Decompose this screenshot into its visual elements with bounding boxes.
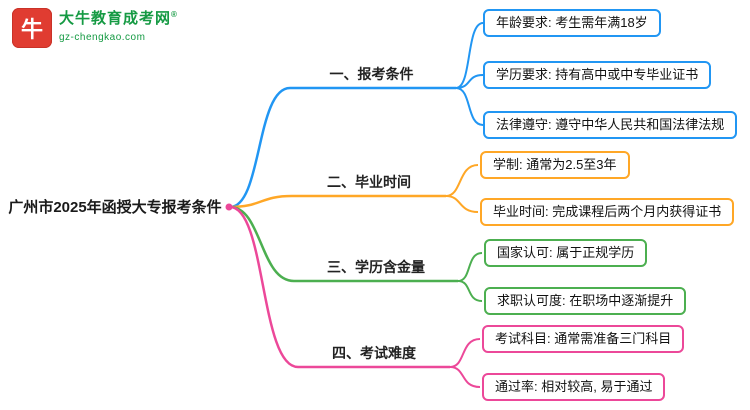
child-line-4-2: [449, 366, 481, 388]
branch-line-2: [229, 194, 446, 209]
child-line-1-1: [455, 22, 484, 89]
logo-text-block: 大牛教育成考网® gz-chengkao.com: [59, 8, 178, 43]
bull-logo-icon: 牛: [12, 8, 52, 48]
child-line-3-2: [457, 280, 483, 302]
child-line-2-1: [445, 164, 479, 197]
leaf-node-education-requirement: 学历要求: 持有高中或中专毕业证书: [483, 61, 712, 89]
leaf-node-pass-rate: 通过率: 相对较高, 易于通过: [482, 373, 666, 401]
branch-label-3: 三、学历含金量: [327, 259, 425, 275]
leaf-node-law-requirement: 法律遵守: 遵守中华人民共和国法律法规: [483, 111, 738, 139]
brand-domain: gz-chengkao.com: [59, 31, 146, 43]
child-line-1-3: [455, 87, 484, 126]
root-anchor-dot: [225, 203, 233, 211]
brand-name-text: 大牛教育成考网: [59, 10, 172, 27]
leaf-node-exam-subjects: 考试科目: 通常需准备三门科目: [482, 325, 685, 353]
leaf-node-state-recognition: 国家认可: 属于正规学历: [484, 239, 648, 267]
child-line-3-1: [457, 252, 483, 282]
leaf-node-study-duration: 学制: 通常为2.5至3年: [480, 151, 630, 179]
branch-label-4: 四、考试难度: [332, 345, 416, 361]
registered-mark: ®: [171, 10, 178, 19]
branch-label-1: 一、报考条件: [329, 66, 414, 82]
child-line-4-1: [449, 338, 481, 368]
root-node: 广州市2025年函授大专报考条件: [8, 199, 222, 216]
site-logo: 牛 大牛教育成考网® gz-chengkao.com: [12, 8, 178, 48]
child-line-1-2: [455, 74, 484, 89]
branch-label-2: 二、毕业时间: [327, 174, 411, 190]
leaf-node-age-requirement: 年龄要求: 考生需年满18岁: [483, 9, 661, 37]
leaf-node-job-recognition: 求职认可度: 在职场中逐渐提升: [484, 287, 687, 315]
leaf-node-graduation-time: 毕业时间: 完成课程后两个月内获得证书: [480, 198, 735, 226]
child-line-2-2: [445, 195, 479, 213]
brand-name: 大牛教育成考网®: [59, 10, 178, 28]
